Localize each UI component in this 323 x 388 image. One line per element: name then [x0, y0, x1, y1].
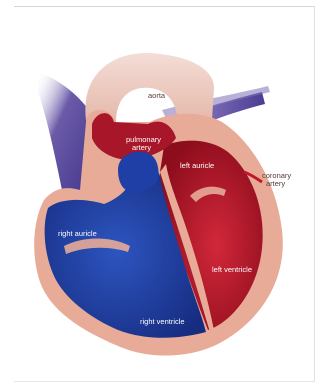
label-left-ventricle: left ventricle: [212, 265, 252, 274]
label-right-auricle: right auricle: [58, 229, 97, 238]
label-coronary-artery-2: artery: [266, 179, 285, 188]
label-aorta: aorta: [148, 91, 166, 100]
label-right-ventricle: right ventricle: [140, 317, 185, 326]
pulmonary-trunk: [118, 152, 158, 192]
label-left-auricle: left auricle: [180, 161, 214, 170]
label-pulmonary-artery-2: artery: [132, 143, 151, 152]
